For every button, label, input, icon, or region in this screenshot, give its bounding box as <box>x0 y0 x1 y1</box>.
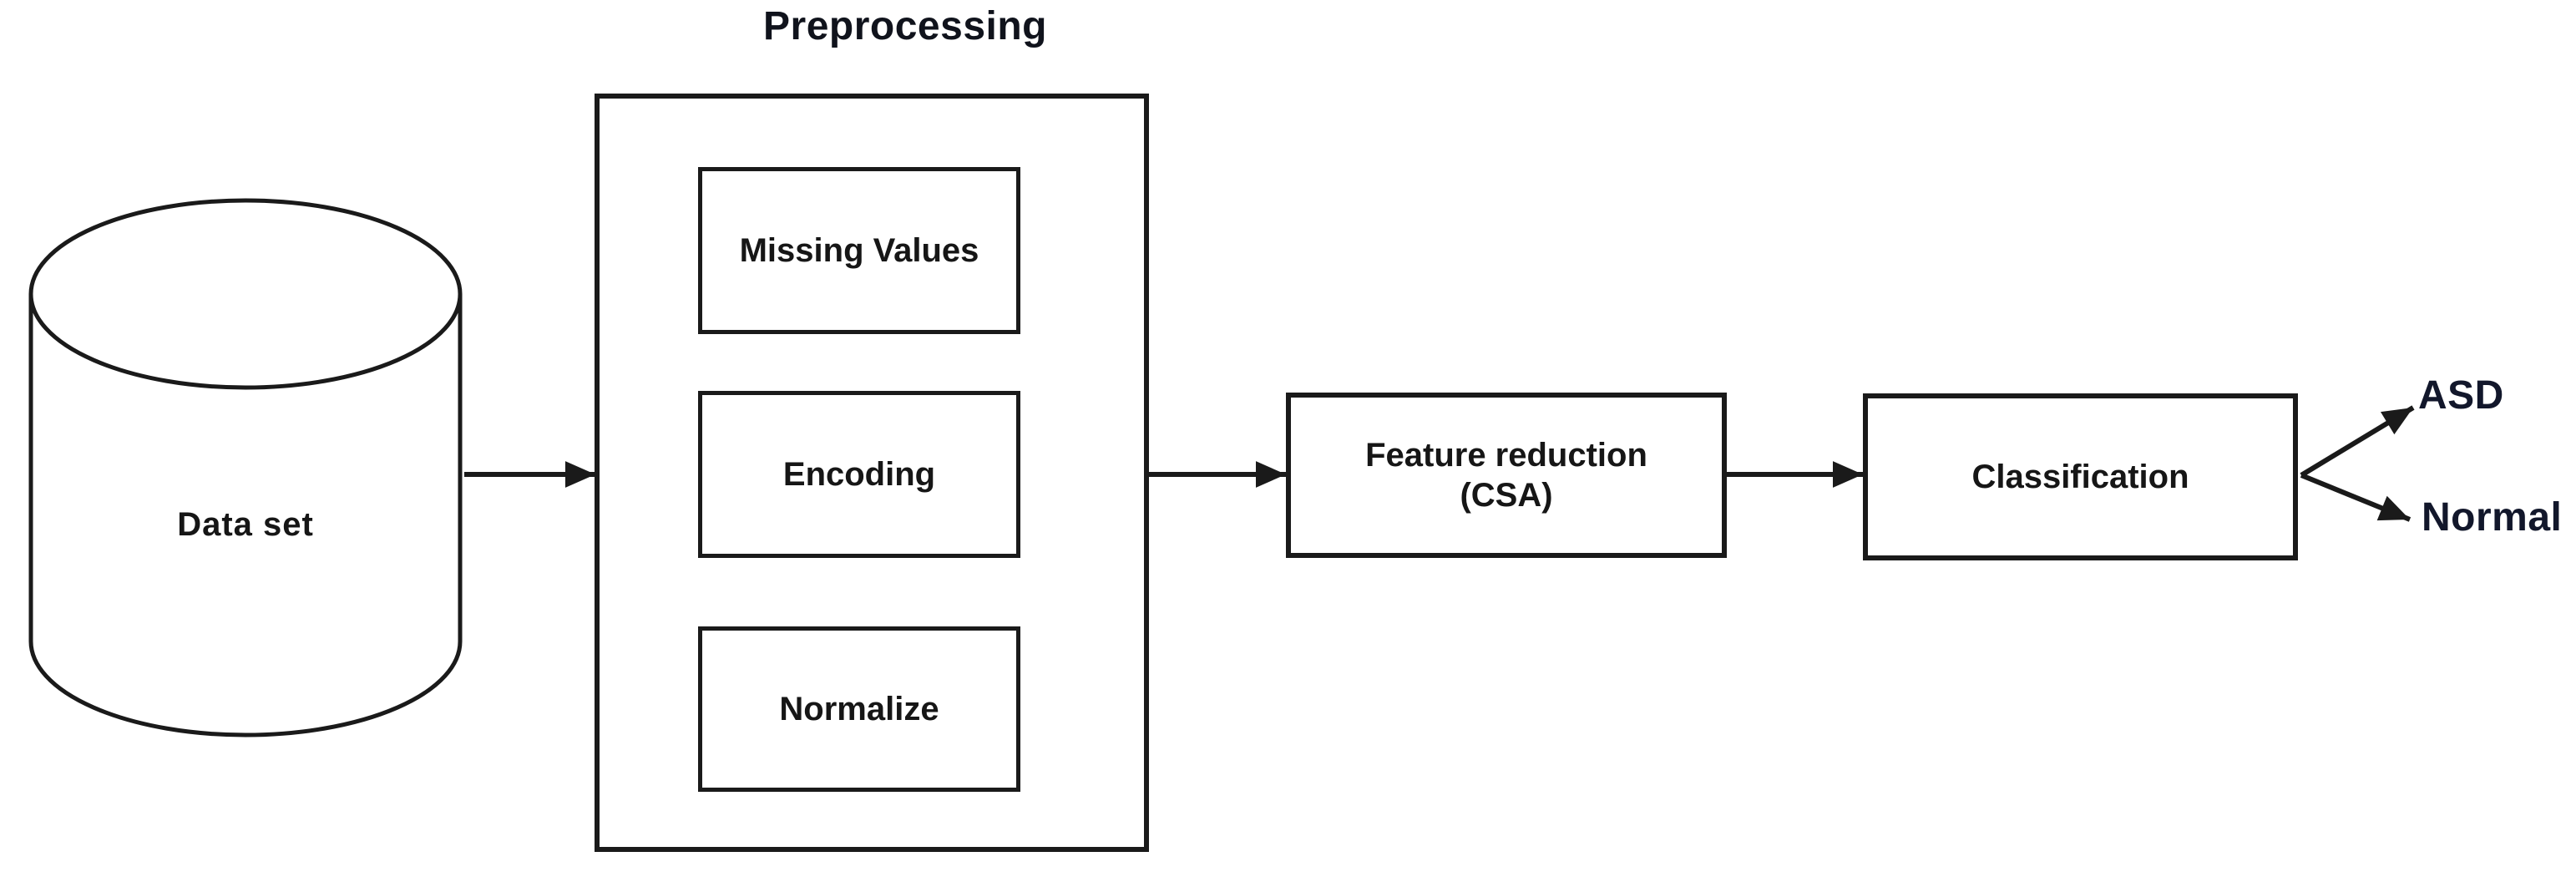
classification-label: Classification <box>1971 459 2189 495</box>
step-box-normalize: Normalize <box>698 626 1020 792</box>
output-label-normal: Normal <box>2422 495 2563 540</box>
arrow-classification-to-normal <box>2300 473 2412 522</box>
arrow-classification-to-asd <box>2300 405 2415 478</box>
step-label-normalize: Normalize <box>779 691 939 727</box>
output-label-asd: ASD <box>2418 373 2504 418</box>
feature-reduction-label-line1: Feature reduction <box>1365 437 1647 474</box>
step-label-missing-values: Missing Values <box>739 232 979 269</box>
preprocessing-title: Preprocessing <box>763 4 1047 48</box>
step-label-encoding: Encoding <box>782 456 936 493</box>
feature-reduction-label-line2: (CSA) <box>1460 477 1553 514</box>
classification-box: Classification <box>1863 393 2298 560</box>
step-box-encoding: Encoding <box>698 391 1020 558</box>
database-cylinder-icon <box>28 198 463 738</box>
feature-reduction-box: Feature reduction (CSA) <box>1286 393 1727 558</box>
dataset-label: Data set <box>177 506 314 543</box>
feature-reduction-label: Feature reduction (CSA) <box>1365 435 1647 515</box>
step-box-missing-values: Missing Values <box>698 167 1020 334</box>
